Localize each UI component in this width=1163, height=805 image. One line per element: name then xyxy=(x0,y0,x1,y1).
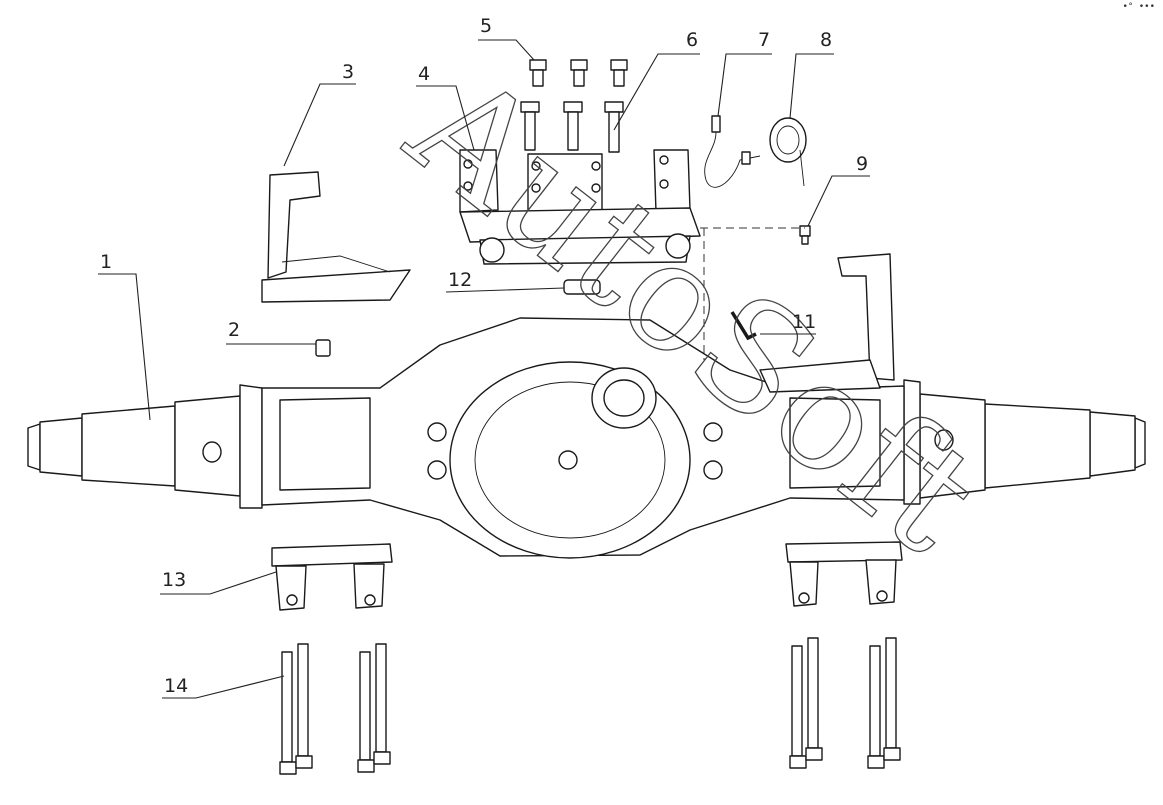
callout-11: 11 xyxy=(760,311,816,335)
callout-label-14: 14 xyxy=(164,675,188,697)
key-part-11 xyxy=(730,311,757,341)
callout-6: 6 xyxy=(613,29,700,131)
callout-14: 14 xyxy=(162,675,285,699)
callout-label-11: 11 xyxy=(792,311,816,333)
callout-label-2: 2 xyxy=(228,319,240,341)
callout-5: 5 xyxy=(478,15,535,61)
sensor-part-7 xyxy=(704,115,761,188)
callout-label-9: 9 xyxy=(856,153,868,175)
plates-part-13 xyxy=(271,541,903,611)
callout-label-6: 6 xyxy=(686,29,698,51)
bolts-part-5 xyxy=(529,59,628,87)
studs-part-14 xyxy=(279,637,901,775)
callout-4: 4 xyxy=(416,63,475,151)
callout-label-7: 7 xyxy=(758,29,770,51)
callout-label-4: 4 xyxy=(418,63,430,85)
corner-mark: •° ••• xyxy=(1122,2,1155,12)
callout-12: 12 xyxy=(445,269,565,293)
axle-housing xyxy=(27,253,1146,559)
callout-label-13: 13 xyxy=(162,569,186,591)
callout-13: 13 xyxy=(160,569,277,595)
callout-1: 1 xyxy=(98,251,151,421)
callout-label-5: 5 xyxy=(480,15,492,37)
callout-label-3: 3 xyxy=(342,61,354,83)
bolts-part-6 xyxy=(520,101,624,153)
callout-2: 2 xyxy=(226,319,316,345)
assembly-guide-line xyxy=(700,227,805,360)
callout-label-1: 1 xyxy=(100,251,112,273)
callout-8: 8 xyxy=(789,29,834,119)
bushing-part-2 xyxy=(315,339,331,357)
callout-label-12: 12 xyxy=(448,269,472,291)
callout-label-8: 8 xyxy=(820,29,832,51)
bracket-part-4 xyxy=(459,149,701,265)
callout-3: 3 xyxy=(283,61,356,167)
fitting-part-9 xyxy=(799,225,811,245)
plug-part-12 xyxy=(563,279,601,295)
callout-9: 9 xyxy=(807,153,870,227)
callout-7: 7 xyxy=(717,29,772,117)
bracket-part-3 xyxy=(261,171,411,303)
spring-part-8 xyxy=(769,117,807,187)
